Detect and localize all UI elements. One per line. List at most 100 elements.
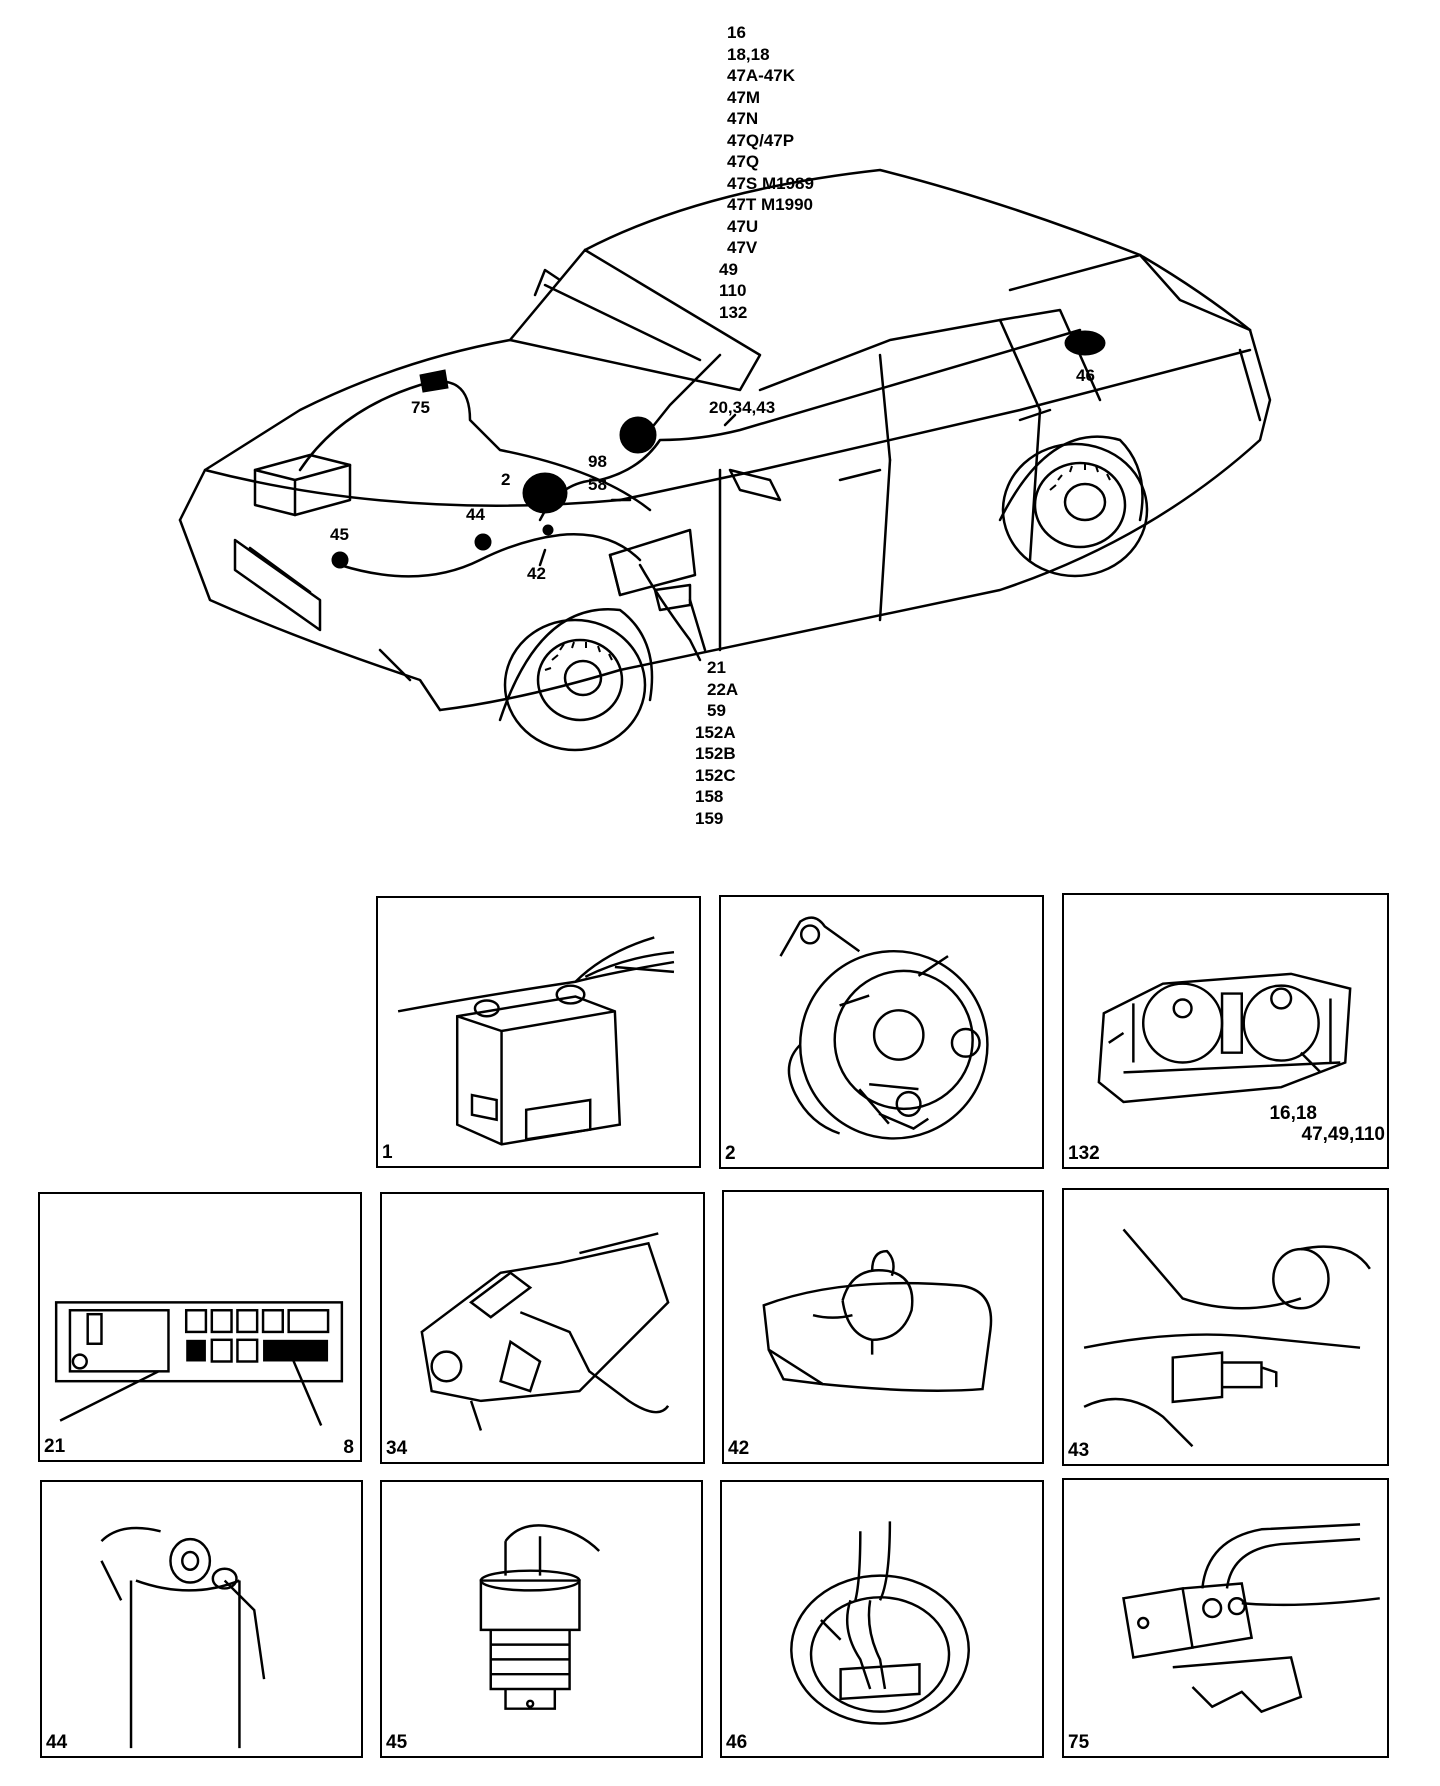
leader-132 — [648, 353, 722, 432]
label: 132 — [719, 302, 748, 322]
door-handle-front — [838, 468, 882, 482]
panel-number: 34 — [386, 1438, 408, 1459]
panel-43-connector: 43 — [1062, 1188, 1389, 1466]
alternator-illustration — [779, 916, 989, 1140]
rear-hub — [1033, 461, 1127, 549]
component-2 — [522, 472, 568, 514]
label: 47V — [727, 238, 758, 257]
headlight — [378, 648, 412, 682]
panel-2-alternator: 2 — [719, 895, 1044, 1169]
label: 47M — [727, 87, 761, 107]
panel-44-sender: 44 — [40, 1480, 363, 1758]
fuse-box-edge — [608, 553, 622, 597]
top-label-stack: 16 18,18 47A-47K 47M 47N 47Q/47P 47Q 47S… — [719, 22, 814, 323]
panel-number: 75 — [1068, 1732, 1090, 1753]
label: 21 — [707, 658, 726, 677]
door-rear-edge — [878, 458, 892, 622]
callout-98: 98 — [588, 452, 607, 471]
bottom-label-stack: 21 22A 59 152A 152B 152C 158 159 — [695, 657, 738, 829]
door-rear-end — [1028, 408, 1042, 562]
front-wheel-arch — [498, 607, 654, 722]
component-132 — [619, 416, 657, 454]
callout-20-34-43: 20,34,43 — [709, 398, 776, 417]
wiring-harness-engine — [298, 380, 652, 512]
label: 158 — [695, 787, 724, 806]
label: 47N — [727, 109, 759, 128]
rear-spoiler — [1008, 253, 1252, 332]
panel-number: 2 — [725, 1143, 736, 1164]
leader-20 — [723, 413, 737, 427]
panel-132-instrument-cluster: 16,18 47,49,110 132 — [1062, 893, 1389, 1169]
label: 47T M1990 — [727, 195, 813, 214]
panel-number: 42 — [728, 1438, 750, 1459]
panel-75-relay: 75 — [1062, 1478, 1389, 1758]
label: 49 — [719, 259, 738, 279]
component-44 — [474, 533, 492, 551]
switch-illustration — [420, 1232, 670, 1431]
fuse-box-illustration — [54, 1301, 344, 1427]
front-bumper — [178, 518, 442, 712]
sender-illustration — [100, 1526, 266, 1749]
battery-box — [253, 453, 352, 517]
label: 152C — [695, 765, 736, 785]
b-pillar — [878, 353, 892, 462]
beltline — [618, 348, 1252, 502]
label: 59 — [707, 701, 726, 720]
label: 47Q/47P — [727, 130, 795, 150]
rear-hub-marks — [1049, 464, 1111, 491]
callout-45: 45 — [330, 525, 349, 544]
wiring-harness-front — [338, 533, 642, 578]
side-mirror — [728, 468, 782, 502]
panel-number: 45 — [386, 1732, 408, 1753]
car-wiring-diagram — [178, 168, 1272, 752]
label: 16 — [727, 23, 746, 42]
label: 47Q — [727, 152, 760, 171]
label: 152B — [695, 744, 736, 763]
panel-1-battery: 1 — [376, 896, 701, 1168]
panel-number: 1 — [382, 1142, 393, 1163]
rear-lamp — [1238, 348, 1262, 422]
front-hub-center — [563, 659, 603, 697]
panel-132-extra-labels: 16,18 47,49,110 — [1269, 1103, 1385, 1145]
label: 47U — [727, 216, 759, 236]
panel-46-fuel-pump: 46 — [720, 1480, 1044, 1758]
front-hub-marks — [544, 641, 613, 671]
rear-hub-center — [1063, 482, 1107, 522]
antenna — [533, 268, 562, 297]
front-hub — [536, 638, 624, 722]
connector-illustration — [1083, 1228, 1371, 1448]
component-42 — [542, 524, 554, 536]
pressure-switch-illustration — [479, 1524, 601, 1710]
side-window-rear — [998, 308, 1102, 402]
wiring-harness-main — [538, 328, 1082, 522]
rear-wheel-arch — [998, 435, 1144, 522]
instrument-cluster-illustration — [1097, 972, 1352, 1104]
label: 18,18 — [727, 44, 770, 64]
component-75 — [419, 369, 449, 393]
hood-line — [178, 338, 512, 522]
fuel-pump-illustration — [790, 1521, 970, 1725]
grille-slat — [248, 546, 312, 594]
callout-58: 58 — [588, 475, 607, 494]
side-window-front — [758, 318, 1042, 412]
panel-number: 21 — [44, 1436, 66, 1457]
callout-42: 42 — [527, 564, 546, 583]
door-handle-rear — [1018, 408, 1052, 422]
panel-21-extra-label: 8 — [343, 1437, 354, 1458]
label: 110 — [719, 281, 747, 300]
label: 47A-47K — [727, 66, 796, 85]
callout-44: 44 — [466, 505, 485, 524]
panel-number: 46 — [726, 1732, 748, 1753]
panel-number: 43 — [1068, 1440, 1090, 1461]
panel-42-sensor: 42 — [722, 1190, 1044, 1464]
relay-illustration — [1122, 1523, 1380, 1714]
panel-number: 132 — [1068, 1143, 1100, 1164]
callout-46: 46 — [1076, 366, 1095, 385]
battery-box-edges — [253, 463, 352, 517]
component-46 — [1064, 330, 1106, 356]
windshield — [508, 248, 762, 392]
battery-illustration — [397, 936, 675, 1146]
wiring-harness-fusebox — [638, 563, 702, 662]
label: 47S M1989 — [727, 173, 814, 193]
callout-2: 2 — [501, 470, 511, 489]
